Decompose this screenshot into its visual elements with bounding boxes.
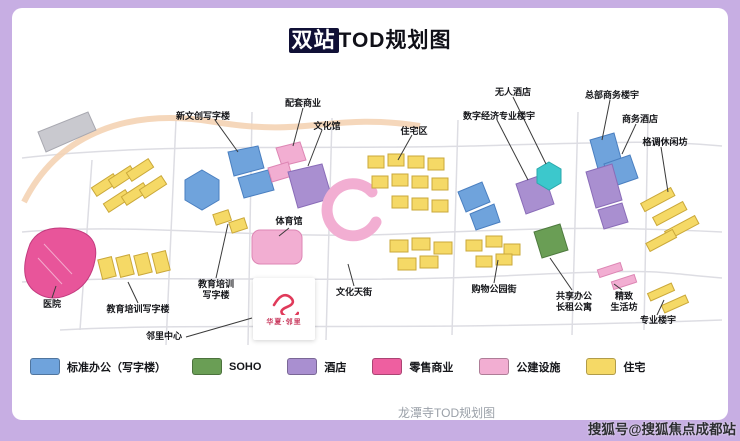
legend-item-office: 标准办公（写字楼）	[30, 358, 166, 375]
legend-label-retail: 零售商业	[409, 361, 454, 374]
map-label-shangwu-jiudian: 商务酒店	[621, 114, 659, 124]
legend-swatch-residential	[586, 358, 617, 375]
title-rest: TOD规划图	[338, 29, 452, 52]
project-logo-box: 华夏·邻里	[253, 278, 315, 340]
legend: 标准办公（写字楼） SOHO 酒店 零售商业 公建设施 住宅	[30, 358, 710, 375]
map-label-yiyuan: 医院	[42, 299, 62, 309]
landmark-caption: 龙潭寺TOD规划图	[398, 406, 496, 420]
legend-item-public: 公建设施	[479, 358, 560, 375]
map-label-linli-zhongxin: 邻里中心	[145, 331, 183, 341]
map-label-jiaoyu-peixun-2: 教育培训 写字楼	[197, 279, 235, 301]
legend-label-soho: SOHO	[229, 360, 262, 373]
legend-label-residential: 住宅	[623, 361, 646, 374]
legend-swatch-retail	[372, 358, 403, 375]
legend-item-soho: SOHO	[192, 358, 261, 375]
map-label-gediao-xiuxian: 格调休闲坊	[642, 137, 688, 147]
map-label-jiaoyu-peixun-1: 教育培训写字楼	[106, 304, 170, 314]
brand-swirl-icon	[272, 293, 299, 315]
map-label-wenhua-tianjie: 文化天街	[335, 287, 373, 297]
legend-label-office: 标准办公（写字楼）	[67, 361, 166, 374]
map-label-zhuanye-louyu: 专业楼宇	[639, 315, 677, 325]
map-label-peitao-shangye: 配套商业	[284, 98, 322, 108]
legend-item-residential: 住宅	[586, 358, 645, 375]
legend-swatch-hotel	[287, 358, 318, 375]
legend-label-public: 公建设施	[516, 361, 561, 374]
map-label-tiyuguan: 体育馆	[275, 216, 303, 226]
legend-label-hotel: 酒店	[324, 361, 347, 374]
title-highlight: 双站	[288, 28, 339, 53]
legend-item-hotel: 酒店	[287, 358, 346, 375]
map-label-gongxiang: 共享办公 长租公寓	[555, 291, 593, 313]
legend-swatch-office	[30, 358, 60, 375]
legend-swatch-public	[479, 358, 510, 375]
map-label-jingzhi-shenghuo: 精致 生活坊	[610, 291, 638, 313]
legend-swatch-soho	[192, 358, 222, 375]
map-label-wuren-jiudian: 无人酒店	[494, 87, 532, 97]
map-label-zhuzhaiqu: 住宅区	[400, 126, 428, 136]
map-label-zongbu-shangwu: 总部商务楼宇	[584, 90, 640, 100]
map-label-shuzi-jingji: 数字经济专业楼宇	[462, 111, 536, 121]
map-label-xinwenchuang: 新文创写字楼	[175, 111, 231, 121]
brand-name: 华夏·邻里	[266, 319, 302, 326]
watermark: 搜狐号@搜狐焦点成都站	[587, 422, 736, 437]
map-label-gouwu-gongyuan: 购物公园街	[471, 284, 517, 294]
legend-item-retail: 零售商业	[372, 358, 453, 375]
map-label-wenhuaguan: 文化馆	[313, 121, 341, 131]
